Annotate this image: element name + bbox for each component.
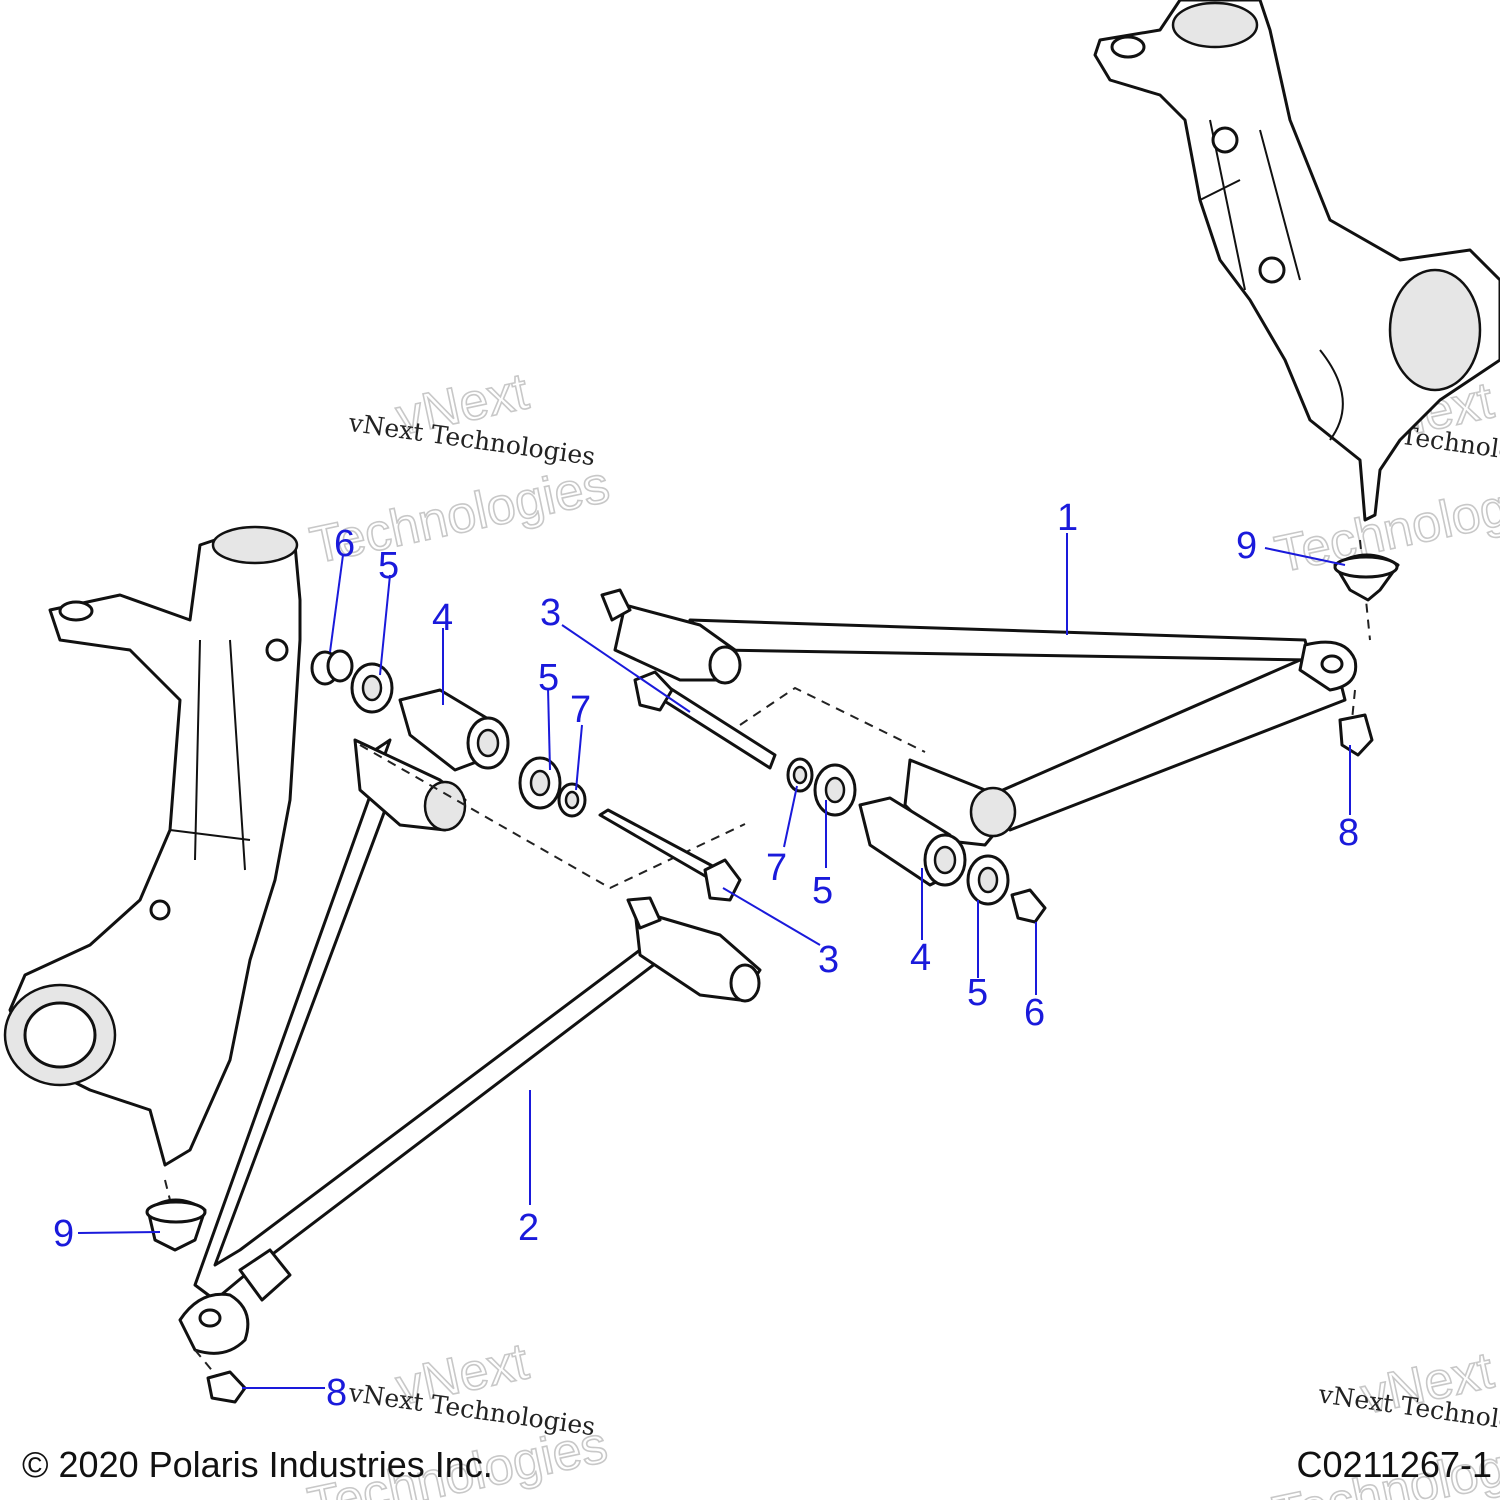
callout-5-d: 5 bbox=[967, 972, 988, 1014]
callout-6-left: 6 bbox=[334, 523, 355, 565]
callout-7-right: 7 bbox=[766, 847, 787, 889]
hardware bbox=[145, 553, 1400, 1404]
callout-9-left: 9 bbox=[53, 1213, 74, 1255]
callout-4-left: 4 bbox=[432, 597, 453, 639]
callout-5-b: 5 bbox=[538, 657, 559, 699]
callout-7-left: 7 bbox=[570, 689, 591, 731]
callout-9-right: 9 bbox=[1236, 525, 1257, 567]
callout-1: 1 bbox=[1057, 497, 1078, 539]
callout-5-c: 5 bbox=[812, 870, 833, 912]
callout-8-right: 8 bbox=[1338, 812, 1359, 854]
right-steering-knuckle bbox=[1093, 0, 1500, 522]
callouts: 1 2 3 3 4 4 5 5 5 5 6 6 7 7 8 8 9 9 bbox=[53, 497, 1359, 1414]
left-steering-knuckle bbox=[3, 525, 302, 1167]
callout-3-lower: 3 bbox=[818, 939, 839, 981]
upper-a-arm bbox=[600, 588, 1358, 847]
callout-5-a: 5 bbox=[378, 545, 399, 587]
callout-4-right: 4 bbox=[910, 937, 931, 979]
callout-6-right: 6 bbox=[1024, 992, 1045, 1034]
drawing-number: C0211267-1 bbox=[1296, 1444, 1493, 1485]
lower-a-arm bbox=[178, 738, 762, 1355]
leader-lines bbox=[77, 533, 1351, 1389]
callout-2: 2 bbox=[518, 1207, 539, 1249]
callout-8-left: 8 bbox=[326, 1372, 347, 1414]
callout-3-upper: 3 bbox=[540, 592, 561, 634]
copyright-notice: © 2020 Polaris Industries Inc. bbox=[22, 1444, 493, 1485]
